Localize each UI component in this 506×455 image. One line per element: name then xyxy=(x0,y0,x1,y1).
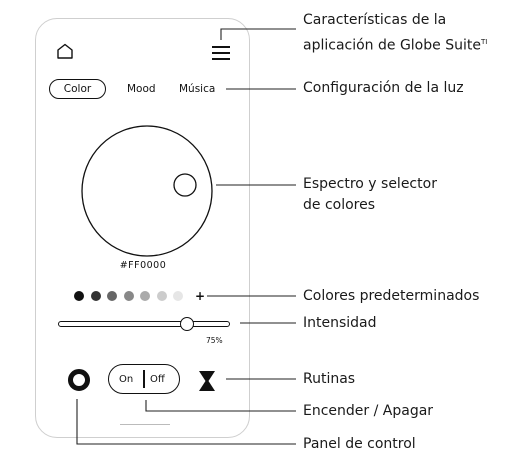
color-spectrum-wheel[interactable] xyxy=(80,124,214,258)
trademark-mark: TI xyxy=(480,38,488,46)
hex-value: #FF0000 xyxy=(119,260,167,271)
tab-color[interactable]: Color xyxy=(49,79,106,99)
callout-presets: Colores predeterminados xyxy=(303,288,480,304)
callout-spectrum-line2: de colores xyxy=(303,197,376,213)
callout-routines: Rutinas xyxy=(303,371,356,387)
preset-color-dot[interactable] xyxy=(173,291,183,301)
toggle-on-label[interactable]: On xyxy=(119,374,134,385)
toggle-off-label[interactable]: Off xyxy=(150,374,165,385)
callout-panel: Panel de control xyxy=(303,436,416,452)
preset-color-dot[interactable] xyxy=(107,291,117,301)
preset-color-dot[interactable] xyxy=(156,291,167,301)
callout-power: Encender / Apagar xyxy=(303,403,434,419)
home-icon[interactable] xyxy=(56,43,74,59)
callout-light-config: Configuración de la luz xyxy=(303,80,464,96)
callout-features-line2: aplicación de Globe Suite xyxy=(303,37,481,54)
preset-color-dot[interactable] xyxy=(123,291,134,301)
power-toggle[interactable]: On Off xyxy=(108,364,180,394)
intensity-percent: 75% xyxy=(206,336,223,345)
intensity-slider-thumb[interactable] xyxy=(180,317,194,331)
preset-color-dot[interactable] xyxy=(74,291,84,301)
menu-icon[interactable] xyxy=(212,46,230,60)
add-preset-button[interactable]: + xyxy=(195,289,206,303)
callout-features-line1: Características de la xyxy=(303,12,447,28)
color-selector-handle[interactable] xyxy=(173,173,197,197)
callout-features: aplicación de Globe SuiteTI xyxy=(303,32,487,57)
toggle-separator xyxy=(143,370,145,388)
hourglass-icon[interactable] xyxy=(198,370,216,392)
intensity-slider-track[interactable] xyxy=(58,321,230,327)
tab-mood[interactable]: Mood xyxy=(127,83,156,95)
callout-spectrum-line1: Espectro y selector xyxy=(303,176,437,192)
callout-intensity: Intensidad xyxy=(303,315,377,331)
tab-musica[interactable]: Música xyxy=(179,83,216,95)
preset-color-dot[interactable] xyxy=(140,291,150,301)
home-indicator xyxy=(120,424,170,425)
preset-color-dot[interactable] xyxy=(90,291,101,301)
control-panel-icon[interactable] xyxy=(67,368,91,392)
